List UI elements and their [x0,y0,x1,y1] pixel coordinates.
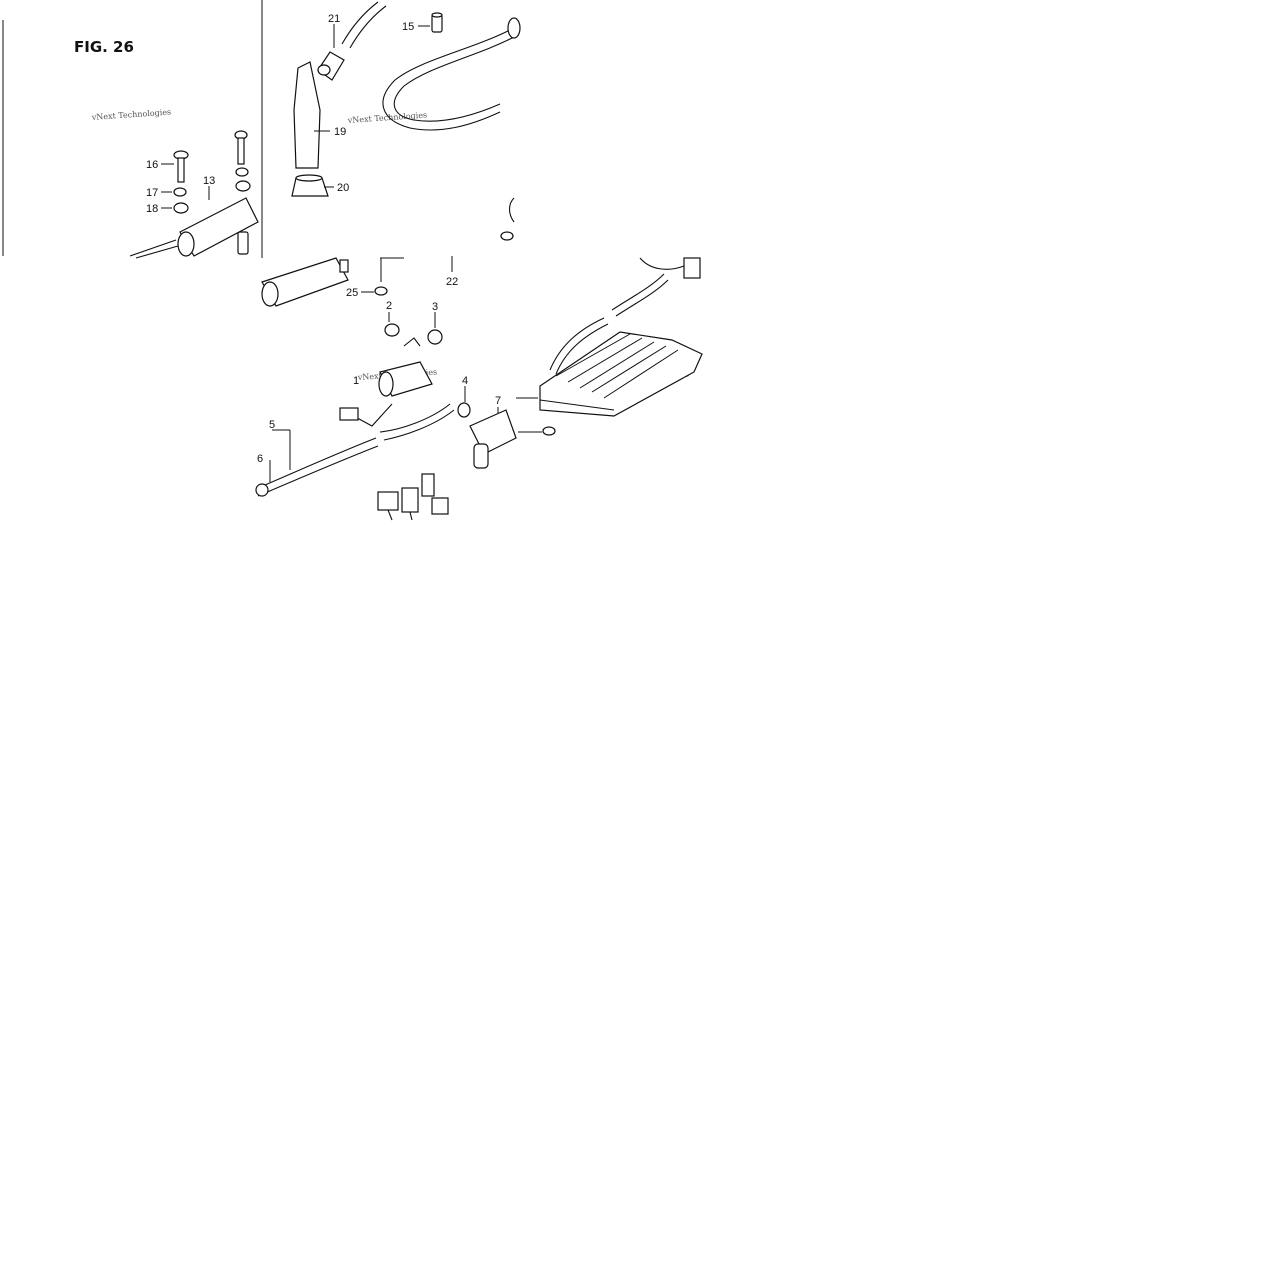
seal-20 [291,174,329,197]
wiring-harness-5 [255,437,379,497]
callout-15: 15 [402,21,414,33]
regulator-wires [549,257,701,375]
watermark: vNext Technologies [91,107,172,122]
coupler-left [339,407,359,421]
plug-cap-19 [293,61,321,169]
callout-13: 13 [203,175,215,187]
washer-17 [173,187,187,197]
relay-lead-right [379,403,451,433]
callout-17: 17 [146,187,158,199]
screw-right [234,130,248,165]
callout-20: 20 [337,182,349,194]
cap-21 [317,51,345,81]
grommet-right [500,231,514,241]
callout-5: 5 [269,419,275,431]
callout-19: 19 [334,126,346,138]
boot-7 [469,409,517,469]
washer-right [235,167,249,177]
ignition-coil-lower [261,257,349,307]
ignition-coil-13 [129,197,259,259]
callout-4: 4 [462,375,468,387]
connector-cluster [377,473,449,521]
callout-21: 21 [328,13,340,25]
high-tension-cord [382,17,521,131]
relay-lead-right-2 [383,409,455,441]
callout-16: 16 [146,159,158,171]
nut-4 [457,402,471,418]
screw-16 [173,150,189,183]
callout-25: 25 [346,287,358,299]
callout-6: 6 [257,453,263,465]
spacer-left [237,231,249,255]
nut-25 [374,258,388,296]
nut-3 [427,329,443,345]
bolt-2 [384,323,400,337]
callout-7: 7 [495,395,501,407]
regulator-rectifier [539,331,703,417]
callout-18: 18 [146,203,158,215]
bolt-right [542,426,556,436]
figure-title: FIG. 26 [74,38,134,56]
callout-1: 1 [353,375,359,387]
washer-18 [173,202,189,214]
callout-22: 22 [446,276,458,288]
plug-wire-top [341,1,387,49]
washer-right-2 [235,180,251,192]
starter-relay-1 [378,337,433,397]
watermark: vNext Technologies [347,110,428,125]
callout-3: 3 [432,301,438,313]
hose-tip-right [508,197,515,223]
callout-2: 2 [386,300,392,312]
coupler-right [683,257,701,279]
cylinder-15 [431,12,443,33]
